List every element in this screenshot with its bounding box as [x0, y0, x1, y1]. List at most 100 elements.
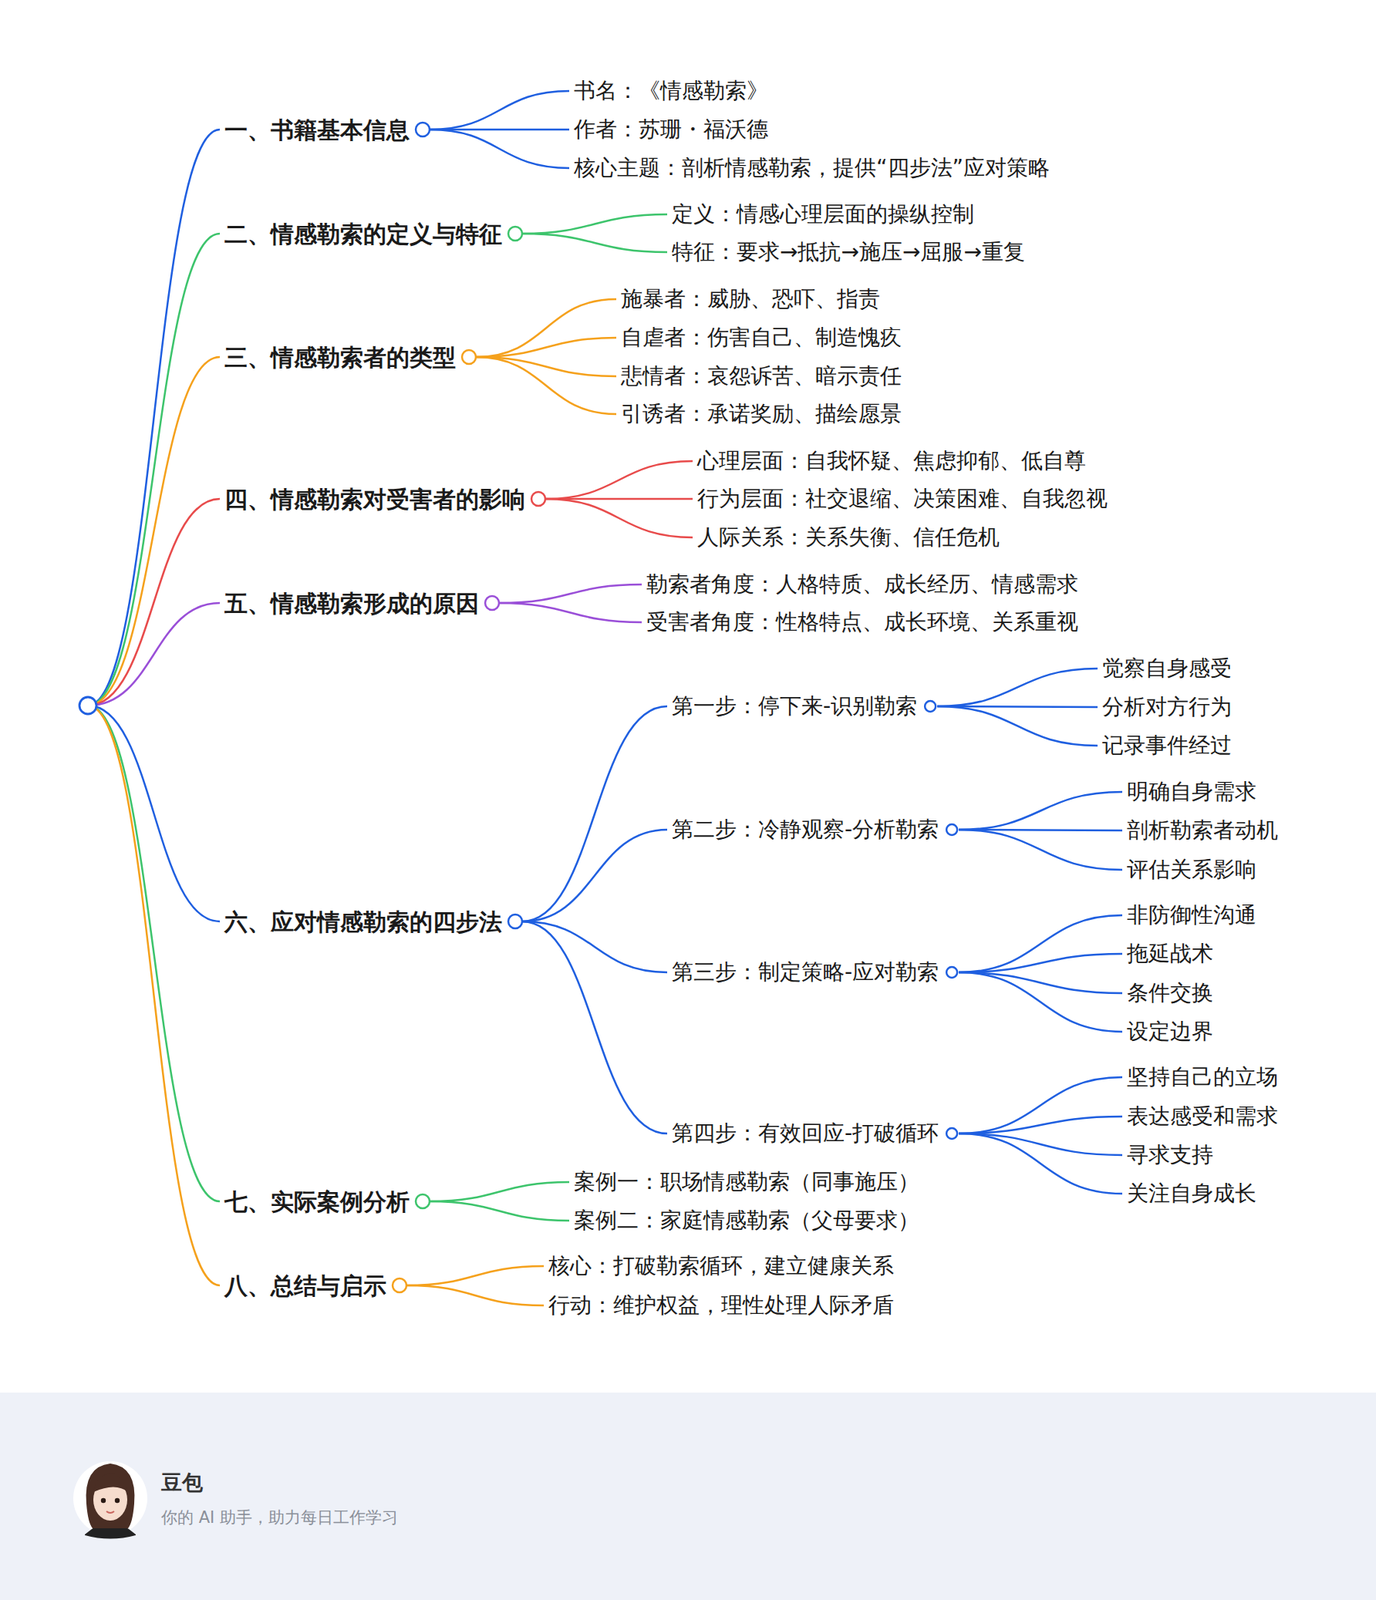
branch-connector — [545, 499, 693, 538]
branch-connector — [475, 299, 617, 358]
leaf-node: 定义：情感心理层面的操纵控制 — [667, 200, 978, 229]
joint-circle — [392, 1278, 407, 1293]
node-text: 第三步：制定策略-应对勒索 — [671, 958, 939, 987]
root-branch-line — [87, 705, 220, 1286]
node-text: 定义：情感心理层面的操纵控制 — [671, 200, 975, 229]
branch-connector — [937, 668, 1098, 707]
node-text: 关注自身成长 — [1126, 1180, 1257, 1208]
joint-circle — [415, 122, 430, 137]
node-text: 觉察自身感受 — [1102, 654, 1232, 683]
branch-connector — [937, 706, 1098, 746]
branch-connector — [406, 1285, 544, 1306]
branch-connector — [522, 921, 668, 1134]
root-branch-line — [87, 129, 220, 706]
node-text: 勒索者角度：人格特质、成长经历、情感需求 — [646, 570, 1079, 599]
node-text: 七、实际案例分析 — [224, 1187, 410, 1218]
leaf-node: 关注自身成长 — [1122, 1180, 1260, 1208]
node-text: 寻求支持 — [1126, 1141, 1214, 1170]
node-text: 分析对方行为 — [1102, 693, 1232, 722]
node-text: 拖延战术 — [1126, 940, 1214, 968]
leaf-node: 作者：苏珊・福沃德 — [569, 115, 772, 144]
node-text: 行动：维护权益，理性处理人际矛盾 — [548, 1291, 894, 1320]
branch-connector — [406, 1266, 544, 1286]
node-text: 条件交换 — [1126, 979, 1214, 1008]
leaf-node: 案例二：家庭情感勒索（父母要求） — [569, 1207, 923, 1235]
leaf-node: 评估关系影响 — [1122, 856, 1260, 884]
branch-heading: 一、书籍基本信息 — [219, 114, 433, 146]
node-text: 三、情感勒索者的类型 — [224, 342, 456, 373]
branch-heading: 三、情感勒索者的类型 — [219, 342, 479, 373]
leaf-node: 悲情者：哀怨诉苦、暗示责任 — [616, 362, 905, 391]
leaf-node: 施暴者：威胁、恐吓、指责 — [616, 285, 884, 314]
node-text: 案例一：职场情感勒索（同事施压） — [573, 1168, 920, 1197]
root-branch-line — [87, 499, 220, 706]
branch-connector — [545, 461, 693, 500]
node-text: 六、应对情感勒索的四步法 — [224, 907, 503, 938]
leaf-node: 觉察自身感受 — [1097, 654, 1235, 683]
leaf-node: 特征：要求→抵抗→施压→屈服→重复 — [667, 238, 1029, 267]
branch-connector — [958, 972, 1123, 994]
branch-connector — [475, 357, 617, 415]
node-text: 八、总结与启示 — [224, 1271, 387, 1302]
joint-circle — [508, 914, 523, 929]
step-node: 第四步：有效回应-打破循环 — [667, 1119, 962, 1148]
footer-subtitle: 你的 AI 助手，助力每日工作学习 — [161, 1507, 398, 1529]
leaf-node: 心理层面：自我怀疑、焦虑抑郁、低自尊 — [692, 447, 1090, 476]
joint-circle — [508, 226, 523, 241]
root-branch-line — [87, 705, 220, 922]
node-text: 剖析勒索者动机 — [1126, 816, 1279, 845]
leaf-node: 行为层面：社交退缩、决策困难、自我忽视 — [692, 485, 1111, 513]
joint-circle — [415, 1194, 430, 1209]
node-text: 受害者角度：性格特点、成长环境、关系重视 — [646, 608, 1079, 637]
leaf-node: 明确自身需求 — [1122, 778, 1260, 807]
leaf-node: 非防御性沟通 — [1122, 901, 1260, 930]
node-text: 评估关系影响 — [1126, 856, 1257, 884]
node-text: 施暴者：威胁、恐吓、指责 — [620, 285, 881, 314]
footer-band — [0, 1392, 1376, 1600]
leaf-node: 行动：维护权益，理性处理人际矛盾 — [543, 1291, 898, 1320]
leaf-node: 书名：《情感勒索》 — [569, 77, 772, 105]
node-text: 核心：打破勒索循环，建立健康关系 — [548, 1252, 894, 1281]
joint-circle — [531, 492, 546, 506]
branch-connector — [499, 584, 642, 604]
node-text: 人际关系：关系失衡、信任危机 — [697, 523, 1000, 552]
node-text: 第一步：停下来-识别勒索 — [671, 692, 918, 721]
leaf-node: 表达感受和需求 — [1122, 1102, 1282, 1131]
branch-connector — [958, 1116, 1123, 1134]
node-text: 一、书籍基本信息 — [224, 114, 410, 146]
leaf-node: 坚持自己的立场 — [1122, 1063, 1282, 1092]
leaf-node: 记录事件经过 — [1097, 731, 1235, 760]
node-text: 书名：《情感勒索》 — [573, 77, 769, 105]
joint-circle — [946, 967, 958, 979]
branch-connector — [958, 1133, 1123, 1156]
node-text: 悲情者：哀怨诉苦、暗示责任 — [620, 362, 902, 391]
branch-connector — [475, 337, 617, 358]
branch-connector — [958, 1133, 1123, 1194]
joint-circle — [946, 824, 958, 836]
root-branch-line — [87, 705, 220, 1202]
branch-connector — [522, 829, 668, 922]
step-node: 第二步：冷静观察-分析勒索 — [667, 816, 962, 844]
node-text: 设定边界 — [1126, 1018, 1214, 1046]
leaf-node: 引诱者：承诺奖励、描绘愿景 — [616, 400, 905, 429]
node-text: 行为层面：社交退缩、决策困难、自我忽视 — [697, 485, 1108, 513]
branch-connector — [499, 603, 642, 623]
node-text: 表达感受和需求 — [1126, 1102, 1279, 1131]
node-text: 坚持自己的立场 — [1126, 1063, 1279, 1092]
node-text: 明确自身需求 — [1126, 778, 1257, 807]
branch-heading: 七、实际案例分析 — [219, 1187, 433, 1218]
branch-connector — [958, 972, 1123, 1032]
leaf-node: 分析对方行为 — [1097, 693, 1235, 722]
leaf-node: 核心主题：剖析情感勒索，提供“四步法”应对策略 — [569, 154, 1053, 183]
leaf-node: 勒索者角度：人格特质、成长经历、情感需求 — [641, 570, 1082, 599]
node-text: 记录事件经过 — [1102, 731, 1232, 760]
branch-heading: 五、情感勒索形成的原因 — [219, 588, 503, 619]
leaf-node: 设定边界 — [1122, 1018, 1217, 1046]
node-text: 二、情感勒索的定义与特征 — [224, 219, 503, 250]
leaf-node: 人际关系：关系失衡、信任危机 — [692, 523, 1003, 552]
node-text: 核心主题：剖析情感勒索，提供“四步法”应对策略 — [573, 154, 1050, 183]
branch-connector — [522, 214, 668, 234]
branch-heading: 六、应对情感勒索的四步法 — [219, 907, 526, 938]
node-text: 五、情感勒索形成的原因 — [224, 588, 479, 619]
